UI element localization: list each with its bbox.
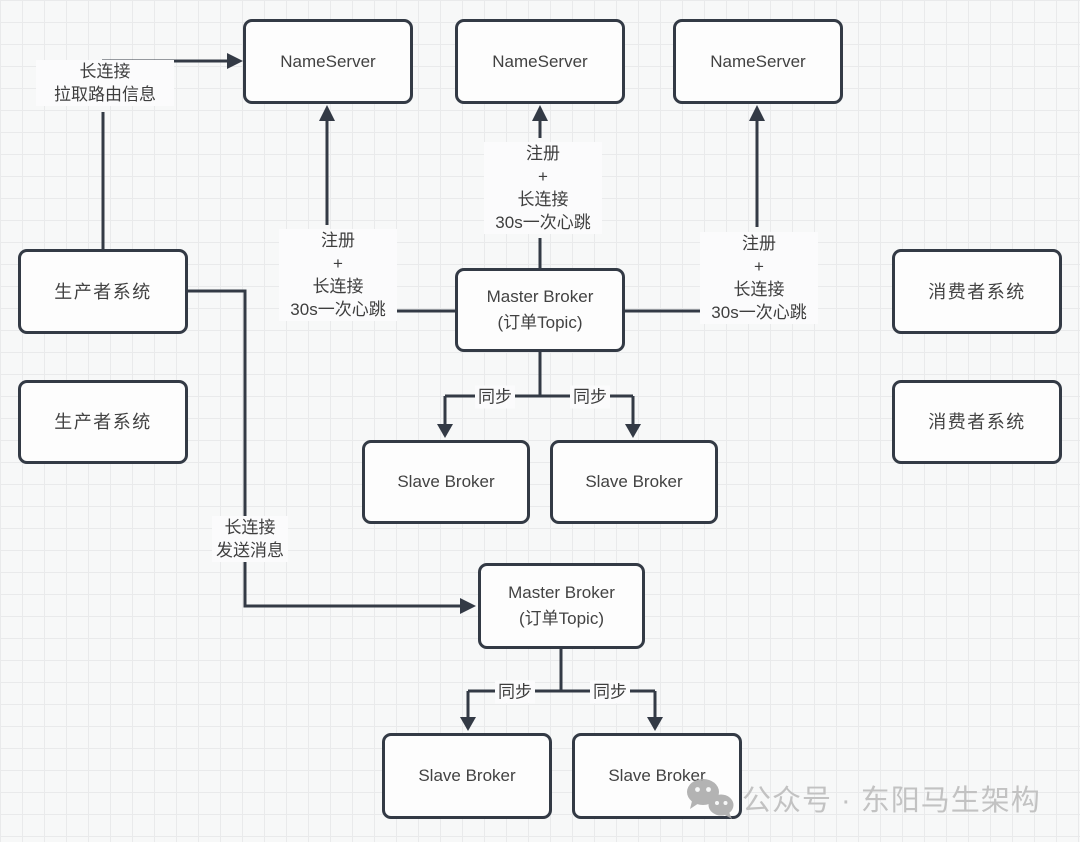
node-label-line1: Master Broker	[486, 287, 594, 306]
node-consumer-2: 消费者系统	[892, 380, 1062, 464]
edge-label-sync-bottom-right: 同步	[590, 680, 630, 704]
node-slave-broker-1b: Slave Broker	[550, 440, 718, 524]
node-label: Slave Broker	[608, 766, 706, 785]
edge-label-line: 30s一次心跳	[495, 213, 591, 232]
arrowhead-into-slave1b	[625, 424, 641, 438]
node-nameserver-2: NameServer	[455, 19, 625, 104]
edge-label-line: 注册	[526, 144, 560, 163]
node-label: NameServer	[280, 51, 376, 71]
edge-label-line: 注册	[321, 231, 355, 250]
edge-label-register-right: 注册 + 长连接 30s一次心跳	[700, 232, 818, 324]
node-nameserver-3: NameServer	[673, 19, 843, 104]
arrowhead-into-slave1a	[437, 424, 453, 438]
node-label: Slave Broker	[418, 766, 516, 785]
arrowhead-up-ns3	[749, 105, 765, 121]
node-label: Slave Broker	[397, 472, 495, 491]
node-label-line2: (订单Topic)	[518, 609, 604, 628]
edge-label-line: +	[333, 254, 343, 273]
edge-label-line: +	[754, 257, 764, 276]
edge-label-line: 长连接	[517, 190, 569, 209]
wechat-icon	[687, 779, 734, 819]
edge-label-line: 长连接	[312, 277, 364, 296]
arrowhead-up-ns1	[319, 105, 335, 121]
edge-label-line: 注册	[742, 234, 776, 253]
edge-label-send-message: 长连接 发送消息	[212, 516, 288, 562]
arrowhead-up-ns2	[532, 105, 548, 121]
edge-label-line: 30s一次心跳	[711, 303, 807, 322]
node-label: Slave Broker	[585, 472, 683, 491]
arrowhead-into-ns1	[227, 53, 243, 69]
edge-label-pull-route: 长连接 拉取路由信息	[36, 60, 174, 106]
edge-label-register-left: 注册 + 长连接 30s一次心跳	[279, 229, 397, 321]
node-label: 消费者系统	[928, 281, 1026, 302]
node-label-line1: Master Broker	[508, 583, 615, 602]
node-label: NameServer	[492, 51, 588, 71]
arrowhead-into-master2	[460, 598, 476, 614]
node-consumer-1: 消费者系统	[892, 249, 1062, 334]
edge-label-line: +	[538, 167, 548, 186]
node-label: 消费者系统	[928, 412, 1026, 432]
edge-label-line: 长连接	[224, 518, 276, 537]
node-master-broker-1: Master Broker (订单Topic)	[455, 268, 625, 352]
edge-label-sync-top-right: 同步	[570, 385, 610, 409]
node-label: 生产者系统	[54, 281, 152, 302]
node-producer-1: 生产者系统	[18, 249, 188, 334]
edge-label-line: 30s一次心跳	[290, 300, 386, 319]
arrowhead-into-slave2a	[460, 717, 476, 731]
edge-label-line: 长连接	[79, 62, 131, 81]
node-label: 生产者系统	[54, 412, 152, 432]
watermark-text: 公众号 · 东阳马生架构	[742, 785, 1041, 817]
edge-label-line: 长连接	[733, 280, 785, 299]
edge-label-register-middle: 注册 + 长连接 30s一次心跳	[484, 142, 602, 234]
edge-label-sync-bottom-left: 同步	[495, 680, 535, 704]
node-label: NameServer	[710, 51, 806, 71]
edge-label-sync-top-left: 同步	[475, 385, 515, 409]
node-slave-broker-2a: Slave Broker	[382, 733, 552, 819]
node-label-line2: (订单Topic)	[497, 313, 583, 332]
node-producer-2: 生产者系统	[18, 380, 188, 464]
edge-label-line: 拉取路由信息	[54, 85, 156, 104]
arrowhead-into-slave2b	[647, 717, 663, 731]
edge-label-line: 发送消息	[216, 541, 284, 560]
watermark: 公众号 · 东阳马生架构	[684, 776, 1041, 820]
node-nameserver-1: NameServer	[243, 19, 413, 104]
node-slave-broker-1a: Slave Broker	[362, 440, 530, 524]
node-master-broker-2: Master Broker (订单Topic)	[478, 563, 645, 649]
edge-lines	[101, 59, 759, 718]
